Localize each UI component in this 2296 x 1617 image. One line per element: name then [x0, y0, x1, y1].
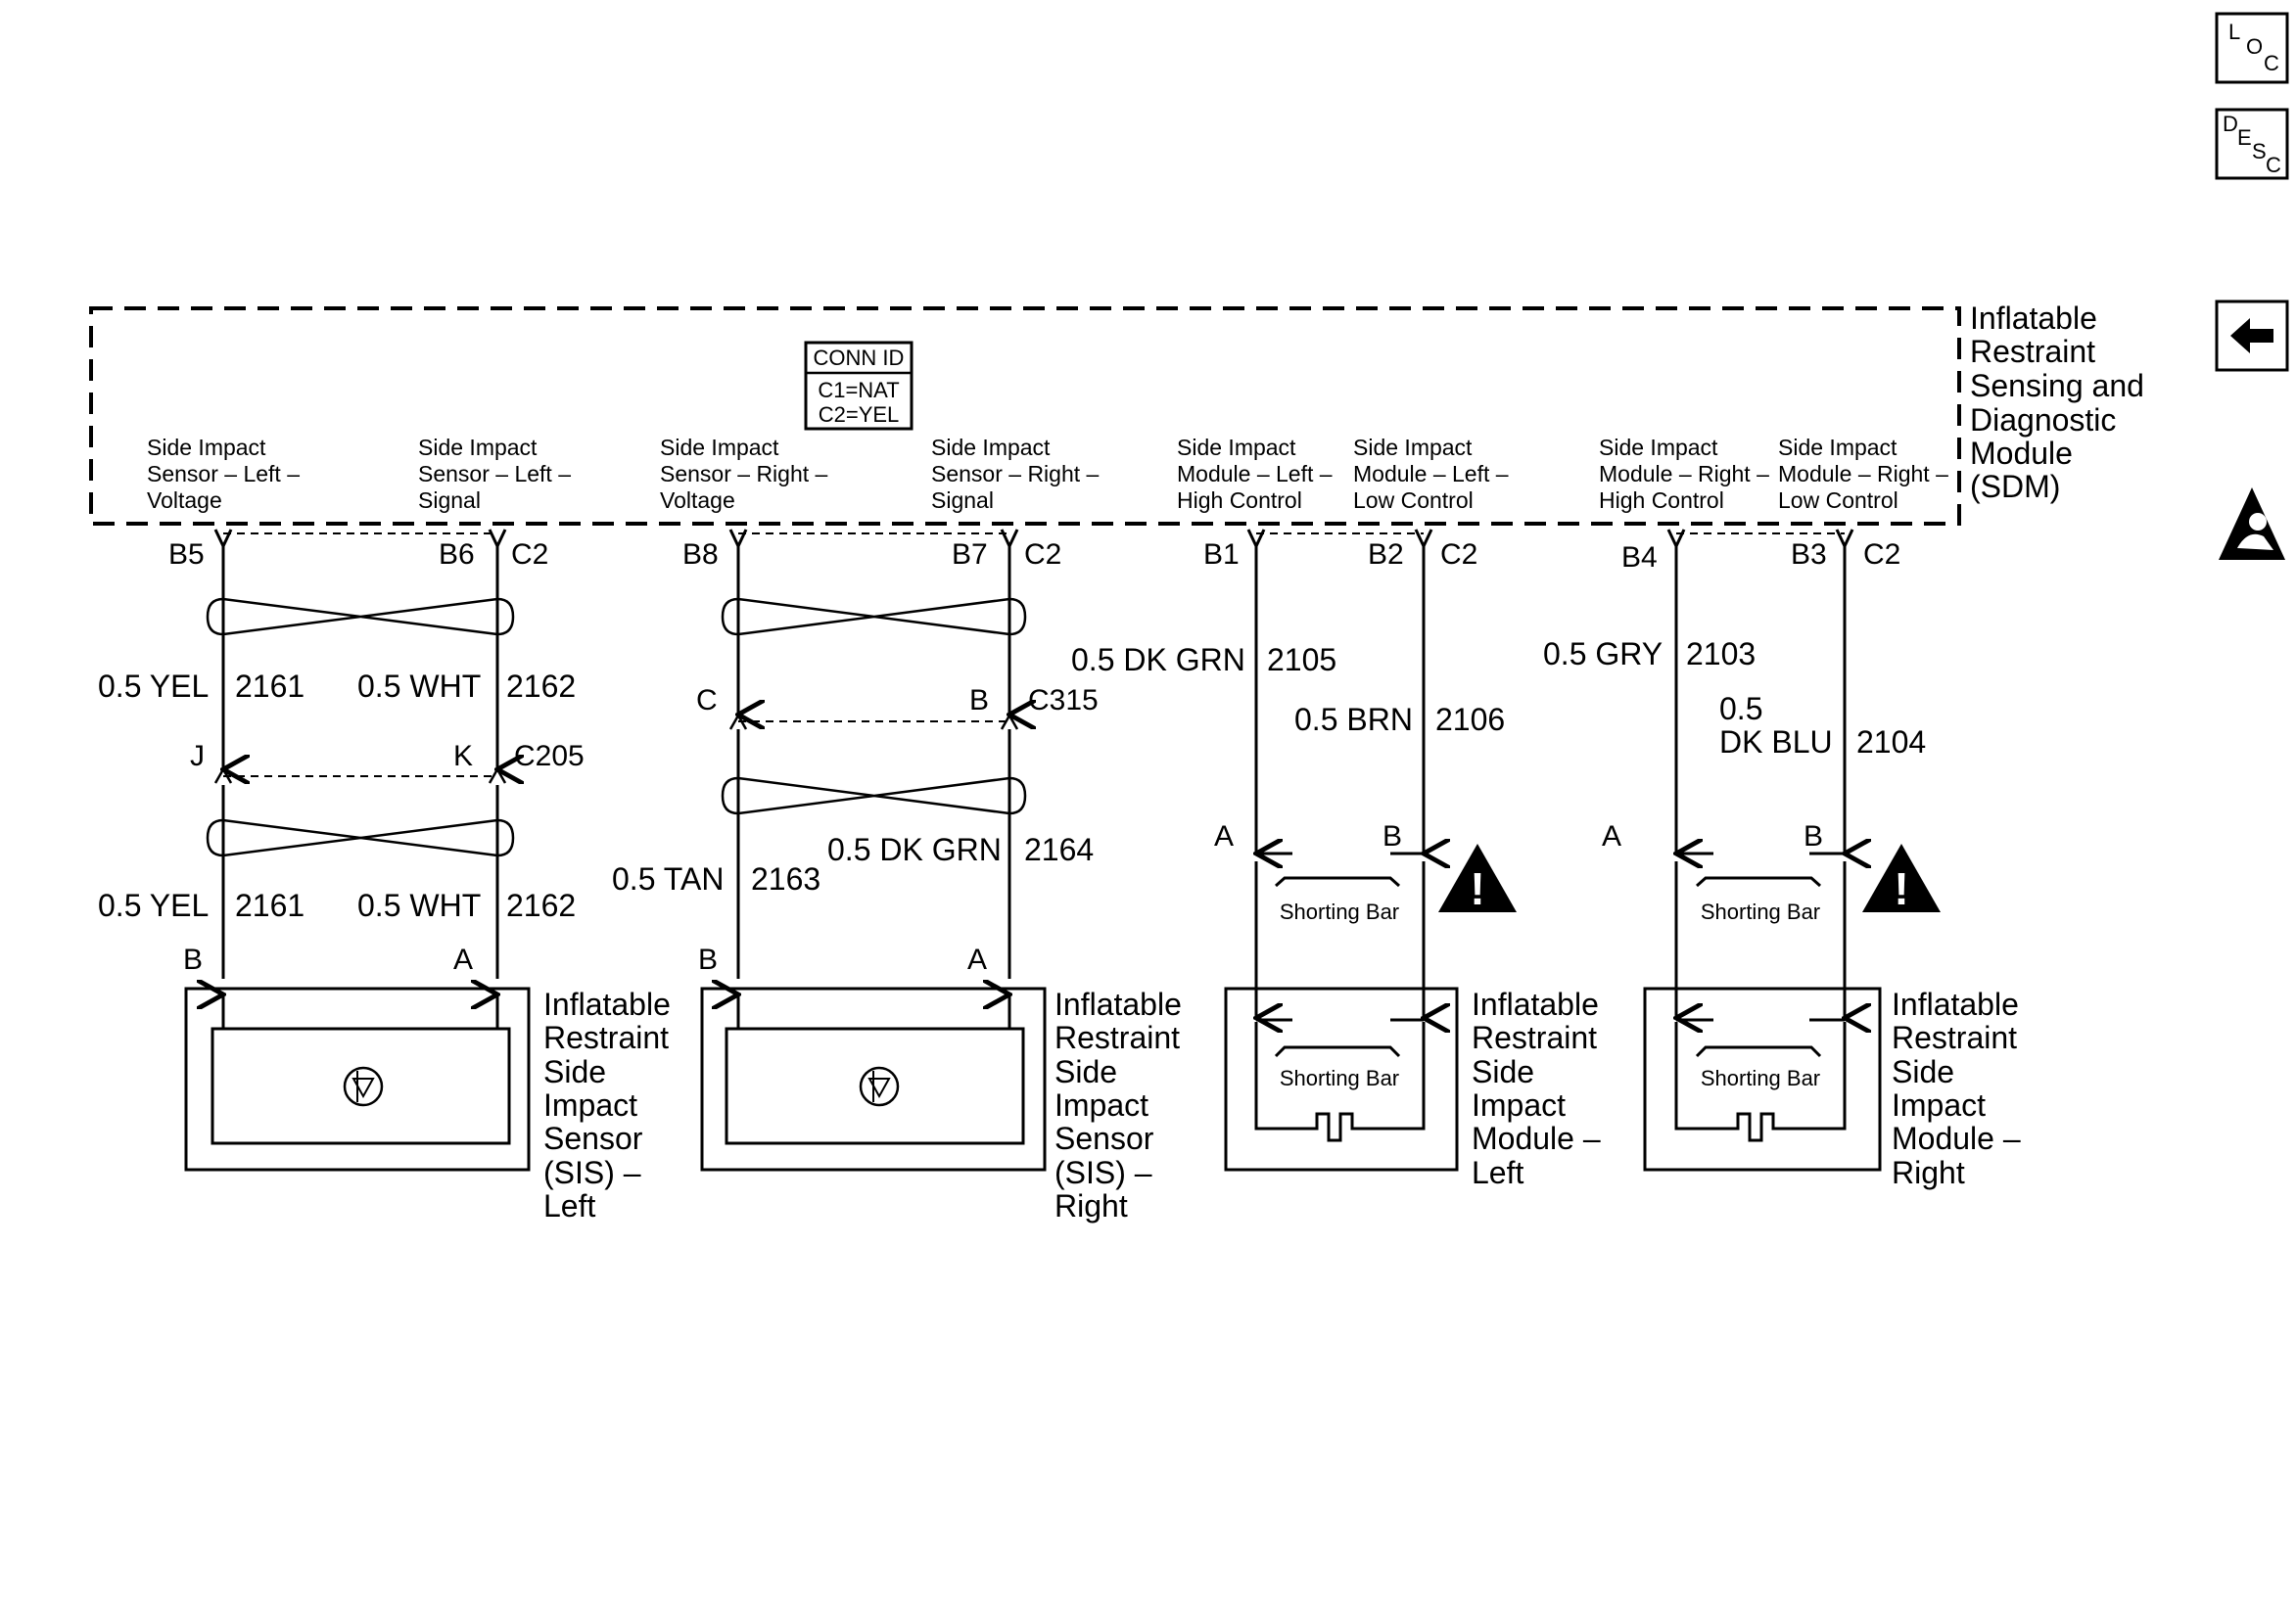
- wire-number-2162-lower: 2162: [506, 888, 576, 923]
- sim-left-component: [1224, 987, 1459, 1172]
- wire-color-2162-lower: 0.5 WHT: [357, 888, 481, 923]
- pin-b3: B3: [1791, 538, 1827, 571]
- back-arrow-icon: [2230, 318, 2273, 353]
- pin-a-sim-left: A: [1214, 820, 1234, 853]
- warning-icon-left: !: [1438, 844, 1517, 914]
- loc-button[interactable]: L O C: [2215, 12, 2289, 84]
- sim-right-component: [1643, 987, 1882, 1172]
- conn-id-box: CONN ID C1=NAT C2=YEL: [804, 341, 914, 431]
- wire-number-2106: 2106: [1435, 702, 1505, 737]
- sdm-module: Inflatable Restraint Sensing and Diagnos…: [89, 300, 2153, 526]
- connector-c315: C315: [1028, 684, 1099, 716]
- wire-number-2103: 2103: [1686, 636, 1756, 671]
- wire-group-sis-left: [206, 546, 513, 979]
- desc-letter-d: D: [2223, 112, 2238, 136]
- desc-letter-e: E: [2237, 125, 2252, 150]
- wire-group-sis-right: [721, 546, 1025, 979]
- sdm-name: Inflatable Restraint Sensing and Diagnos…: [1970, 300, 2153, 504]
- shorting-bar-label-connector-left: Shorting Bar: [1280, 900, 1399, 924]
- sis-right-component: [700, 989, 1047, 1172]
- pin-b7: B7: [952, 538, 988, 571]
- pin-b8: B8: [682, 538, 719, 571]
- shorting-bar-label-sim-left: Shorting Bar: [1280, 1066, 1399, 1090]
- pin-b-c315: B: [969, 684, 989, 716]
- pin-c-c315: C: [696, 684, 718, 716]
- pin-b5: B5: [168, 538, 205, 571]
- svg-text:C1=NAT: C1=NAT: [818, 378, 899, 402]
- svg-text:C2=YEL: C2=YEL: [819, 402, 900, 427]
- loc-letter-l: L: [2228, 20, 2240, 44]
- shorting-bar-label-sim-right: Shorting Bar: [1701, 1066, 1820, 1090]
- pin-b1: B1: [1203, 538, 1240, 571]
- svg-text:CONN ID: CONN ID: [814, 346, 905, 370]
- wire-color-2161-lower: 0.5 YEL: [98, 888, 209, 923]
- pin-a-sis-right: A: [967, 944, 987, 976]
- wire-color-2163: 0.5 TAN: [612, 861, 724, 897]
- warning-icon-right: !: [1862, 844, 1941, 914]
- svg-text:!: !: [1894, 863, 1908, 914]
- pin-k: K: [453, 740, 473, 772]
- wire-color-2162-upper: 0.5 WHT: [357, 669, 481, 704]
- wire-color-2164: 0.5 DK GRN: [827, 832, 1002, 867]
- wire-color-2106: 0.5 BRN: [1294, 702, 1413, 737]
- wire-group-sim-left: [1256, 546, 1424, 854]
- wire-color-2103: 0.5 GRY: [1543, 636, 1663, 671]
- shorting-bar-label-connector-right: Shorting Bar: [1701, 900, 1820, 924]
- wire-group-sim-right: [1676, 546, 1845, 854]
- pin-c2-left: C2: [511, 538, 548, 571]
- pin-j: J: [190, 740, 205, 772]
- wire-color-2104: DK BLU: [1719, 724, 1833, 760]
- wire-size-2104: 0.5: [1719, 691, 1762, 726]
- pin-b2: B2: [1368, 538, 1404, 571]
- wire-number-2105: 2105: [1267, 642, 1336, 677]
- svg-text:!: !: [1470, 863, 1484, 914]
- connector-c205: C205: [514, 740, 585, 772]
- wire-number-2164: 2164: [1024, 832, 1094, 867]
- pin-b-sis-left: B: [183, 944, 203, 976]
- desc-letter-s: S: [2252, 139, 2267, 163]
- pin-b-sis-right: B: [698, 944, 718, 976]
- desc-letter-c: C: [2266, 153, 2281, 177]
- wire-number-2161-lower: 2161: [235, 888, 305, 923]
- pin-b4: B4: [1621, 541, 1658, 574]
- wire-number-2162-upper: 2162: [506, 669, 576, 704]
- wire-number-2163: 2163: [751, 861, 820, 897]
- wire-color-2161-upper: 0.5 YEL: [98, 669, 209, 704]
- desc-button[interactable]: D E S C: [2215, 108, 2289, 180]
- pin-b-sim-right: B: [1804, 820, 1823, 853]
- pin-b-sim-left: B: [1382, 820, 1402, 853]
- pin-a-sim-right: A: [1602, 820, 1621, 853]
- pin-c2-module-right: C2: [1863, 538, 1900, 571]
- pin-c2-center: C2: [1024, 538, 1061, 571]
- sis-left-component: [184, 989, 531, 1172]
- airbag-icon[interactable]: [2219, 487, 2285, 560]
- loc-letter-c: C: [2264, 51, 2279, 75]
- wire-number-2161-upper: 2161: [235, 669, 305, 704]
- back-button[interactable]: [2215, 300, 2289, 372]
- pin-a-sis-left: A: [453, 944, 473, 976]
- pin-b6: B6: [439, 538, 475, 571]
- pin-c2-module-left: C2: [1440, 538, 1477, 571]
- wire-number-2104: 2104: [1856, 724, 1926, 760]
- loc-letter-o: O: [2246, 34, 2263, 59]
- wire-color-2105: 0.5 DK GRN: [1071, 642, 1245, 677]
